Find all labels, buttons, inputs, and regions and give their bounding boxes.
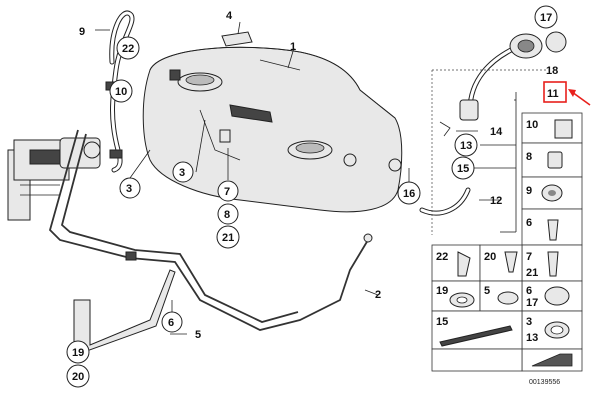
- callout-19: 19: [72, 347, 84, 359]
- callout-3b: 3: [179, 167, 185, 179]
- legend-8: 8: [526, 151, 532, 163]
- legend-20: 20: [484, 251, 496, 263]
- callouts: 1 2 4 5 9 12 14 18 11 3 3 6 7 8 10 13 15…: [66, 5, 591, 388]
- legend-7: 7: [526, 251, 532, 263]
- filler-hose: [419, 187, 471, 216]
- fuel-tank: [142, 46, 403, 213]
- callout-9: 9: [79, 26, 85, 38]
- legend-labels: 10 8 9 6 22 20 7 21 19 5 6 17 15 3 13: [436, 119, 538, 344]
- legend-13: 13: [526, 332, 538, 344]
- callout-11: 11: [547, 88, 559, 100]
- callout-4: 4: [226, 10, 233, 22]
- filler-pipe: [459, 31, 567, 121]
- legend-6: 6: [526, 217, 532, 229]
- legend-5: 5: [484, 285, 490, 297]
- clip: [439, 121, 451, 137]
- callout-8: 8: [224, 209, 230, 221]
- legend-22: 22: [436, 251, 448, 263]
- legend-21: 21: [526, 267, 538, 279]
- callout-16: 16: [403, 188, 415, 200]
- legend-15: 15: [436, 316, 448, 328]
- fuel-lines: [48, 129, 373, 331]
- callout-6: 6: [168, 317, 174, 329]
- reference-number: 00139556: [529, 379, 560, 386]
- legend-17: 17: [526, 297, 538, 309]
- callout-2: 2: [375, 289, 381, 301]
- callout-21: 21: [222, 232, 234, 244]
- callout-17: 17: [540, 12, 552, 24]
- highlight-box: [543, 81, 567, 103]
- callout-22: 22: [122, 43, 134, 55]
- assembly-frame: [431, 69, 548, 235]
- callout-12: 12: [490, 195, 502, 207]
- callout-3a: 3: [126, 183, 132, 195]
- callout-15: 15: [457, 163, 469, 175]
- legend-3: 3: [526, 316, 532, 328]
- callout-18: 18: [546, 65, 558, 77]
- legend-10: 10: [526, 119, 538, 131]
- callout-5: 5: [195, 329, 201, 341]
- callout-7: 7: [224, 186, 230, 198]
- callout-1: 1: [290, 41, 296, 53]
- callout-13: 13: [460, 140, 472, 152]
- highlight-arrow: [571, 91, 591, 106]
- legend-6b: 6: [526, 285, 532, 297]
- highlight-arrowhead: [568, 89, 576, 97]
- tank-strap: [73, 269, 176, 353]
- pad-part: [221, 31, 253, 47]
- parts-legend: [431, 112, 583, 372]
- callout-14: 14: [490, 126, 503, 138]
- callout-20: 20: [72, 371, 84, 383]
- legend-19: 19: [436, 285, 448, 297]
- legend-9: 9: [526, 185, 532, 197]
- callout-10: 10: [115, 86, 127, 98]
- canister-assembly: [7, 137, 101, 221]
